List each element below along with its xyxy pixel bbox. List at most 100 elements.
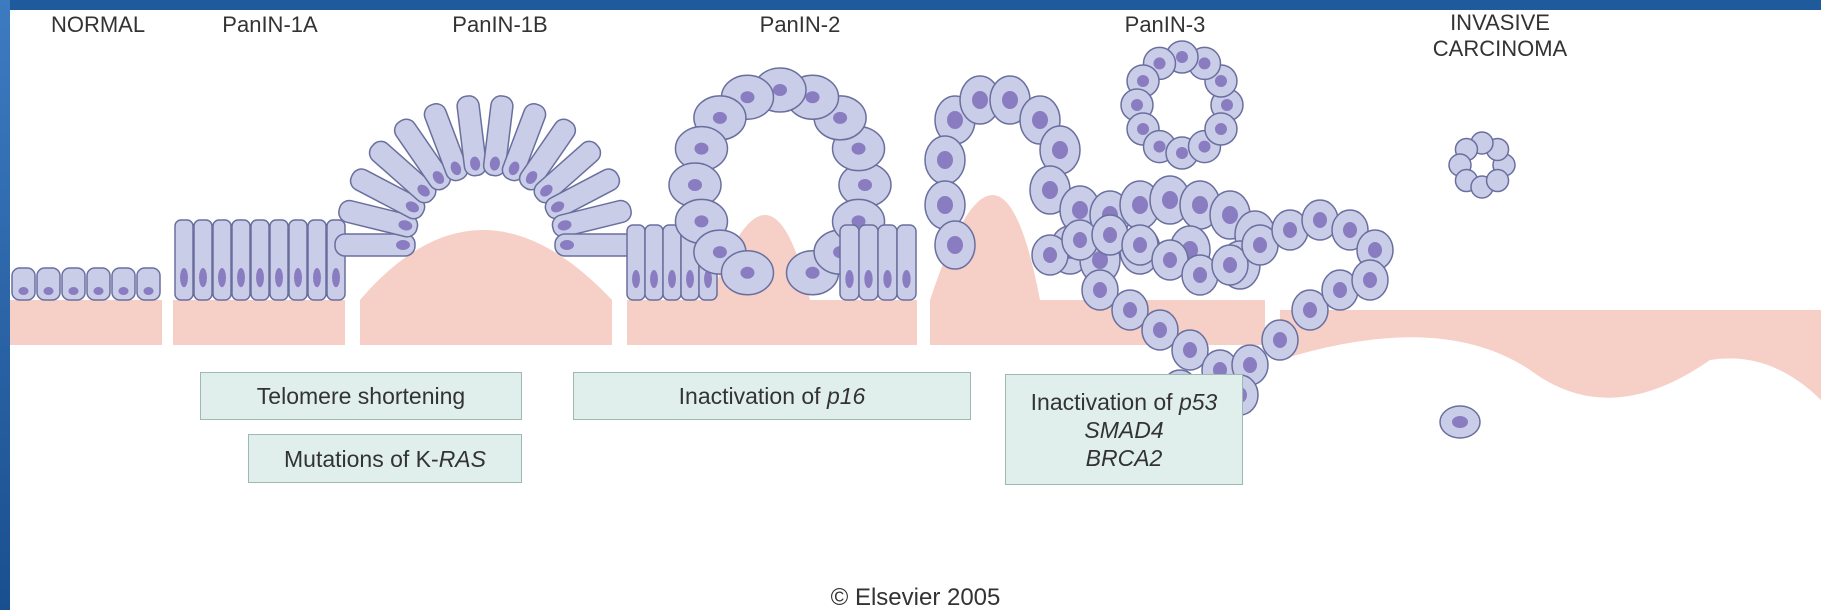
cell-normal	[137, 268, 160, 300]
cell-panin-3-cluster-nucleus	[1176, 147, 1188, 159]
stroma-invasive	[1280, 310, 1821, 400]
cell-panin-2-flat-nucleus	[686, 270, 694, 288]
cell-invasive-nucleus	[1243, 357, 1257, 373]
cell-panin-2-nucleus	[713, 112, 727, 124]
stroma-normal	[10, 300, 162, 345]
event-box-p16-inactivation: Inactivation of p16	[573, 372, 971, 420]
cell-panin-3-cluster-nucleus	[1199, 141, 1211, 153]
cell-panin-3-nucleus	[947, 111, 963, 129]
cell-invasive-nucleus	[1368, 242, 1382, 258]
stage-label-invasive-line1: INVASIVE	[1400, 10, 1600, 36]
kras-gene: RAS	[439, 446, 486, 472]
cell-panin-3-nucleus	[937, 151, 953, 169]
stage-label-panin-2: PanIN-2	[735, 12, 865, 38]
cell-invasive-cluster	[1487, 170, 1509, 192]
event-label-p16: Inactivation of p16	[679, 382, 866, 410]
cell-invasive-nucleus	[1073, 232, 1087, 248]
cell-panin-3-cluster-nucleus	[1137, 123, 1149, 135]
cell-panin-1a-nucleus	[275, 268, 283, 287]
cell-panin-3-cluster-nucleus	[1131, 99, 1143, 111]
cell-invasive-nucleus	[1363, 272, 1377, 288]
event-box-p53-smad4-brca2: Inactivation of p53 SMAD4 BRCA2	[1005, 374, 1243, 485]
cell-panin-2-flat-nucleus	[864, 270, 872, 288]
event-label-smad4: SMAD4	[1084, 416, 1163, 444]
cell-panin-2-flat-nucleus	[650, 270, 658, 288]
cell-panin-3-nucleus	[1132, 196, 1148, 214]
cell-normal	[12, 268, 35, 300]
cell-panin-2-nucleus	[806, 91, 820, 103]
cell-panin-3-cluster-nucleus	[1154, 57, 1166, 69]
cell-panin-3-nucleus	[1042, 181, 1058, 199]
cell-panin-2-flat	[645, 225, 663, 300]
cell-panin-3-cluster-nucleus	[1176, 51, 1188, 63]
cell-panin-1a	[270, 220, 288, 300]
event-label-p53: Inactivation of p53	[1031, 388, 1218, 416]
cell-panin-2-nucleus	[740, 91, 754, 103]
cell-panin-1a	[213, 220, 231, 300]
stage-label-panin-3: PanIN-3	[1100, 12, 1230, 38]
cell-invasive-nucleus	[1123, 302, 1137, 318]
cell-panin-2-nucleus	[806, 267, 820, 279]
cell-panin-2-nucleus	[833, 112, 847, 124]
event-label-brca2: BRCA2	[1086, 444, 1163, 472]
cell-panin-1a	[194, 220, 212, 300]
cell-invasive-nucleus	[1223, 257, 1237, 273]
stage-label-panin-1b: PanIN-1B	[435, 12, 565, 38]
cell-invasive-nucleus	[1103, 227, 1117, 243]
cell-panin-3-nucleus	[1052, 141, 1068, 159]
cell-panin-1a	[327, 220, 345, 300]
frame-top-border	[0, 0, 1821, 10]
copyright-notice: © Elsevier 2005	[10, 584, 1821, 610]
cell-panin-3-nucleus	[1072, 201, 1088, 219]
cell-normal-nucleus	[68, 287, 78, 295]
cell-panin-3-nucleus	[1192, 196, 1208, 214]
cell-panin-1a	[308, 220, 326, 300]
cell-normal-nucleus	[43, 287, 53, 295]
cell-panin-2-nucleus	[688, 179, 702, 191]
cell-normal	[37, 268, 60, 300]
cell-panin-3-cluster-nucleus	[1215, 75, 1227, 87]
cell-invasive-nucleus	[1153, 322, 1167, 338]
p16-gene: p16	[827, 383, 865, 409]
cell-panin-2-flat	[878, 225, 897, 300]
cell-panin-1a-nucleus	[218, 268, 226, 287]
cell-panin-1a-nucleus	[332, 268, 340, 287]
cell-panin-2-flat	[859, 225, 878, 300]
cell-panin-1a-nucleus	[313, 268, 321, 287]
cell-panin-1a-nucleus	[199, 268, 207, 287]
cell-invasive-nucleus	[1253, 237, 1267, 253]
cell-panin-2-flat-nucleus	[845, 270, 853, 288]
event-label-kras: Mutations of K-RAS	[284, 445, 486, 473]
cell-panin-3-nucleus	[1222, 206, 1238, 224]
cell-panin-3-nucleus	[1032, 111, 1048, 129]
cell-invasive-nucleus	[1343, 222, 1357, 238]
cell-panin-3-cluster-nucleus	[1137, 75, 1149, 87]
stage-label-panin-1a: PanIN-1A	[205, 12, 335, 38]
cell-panin-2-nucleus	[858, 179, 872, 191]
cell-panin-3-cluster-nucleus	[1221, 99, 1233, 111]
p53-prefix: Inactivation of	[1031, 389, 1179, 415]
diagram-canvas: NORMAL PanIN-1A PanIN-1B PanIN-2 PanIN-3…	[10, 10, 1821, 610]
cell-panin-1a-nucleus	[256, 268, 264, 287]
cell-panin-2-nucleus	[713, 246, 727, 258]
frame-left-border	[0, 0, 10, 610]
cell-panin-2-nucleus	[694, 143, 708, 155]
cell-panin-1b	[555, 234, 635, 256]
cell-panin-2-flat	[840, 225, 859, 300]
cell-panin-2-nucleus	[773, 84, 787, 96]
cell-panin-2-flat-nucleus	[632, 270, 640, 288]
cell-panin-3-nucleus	[972, 91, 988, 109]
cell-panin-2-flat-nucleus	[883, 270, 891, 288]
cell-invasive-nucleus	[1193, 267, 1207, 283]
stage-label-normal: NORMAL	[38, 12, 158, 38]
cell-panin-3-nucleus	[1162, 191, 1178, 209]
cell-panin-1a-nucleus	[294, 268, 302, 287]
event-box-kras-mutation: Mutations of K-RAS	[248, 434, 522, 483]
cell-panin-3-nucleus	[947, 236, 963, 254]
cell-normal	[112, 268, 135, 300]
cell-invasive-nucleus	[1093, 282, 1107, 298]
cell-normal	[87, 268, 110, 300]
cell-panin-1a	[175, 220, 193, 300]
stage-label-invasive-line2: CARCINOMA	[1400, 36, 1600, 62]
cell-panin-2-nucleus	[740, 267, 754, 279]
